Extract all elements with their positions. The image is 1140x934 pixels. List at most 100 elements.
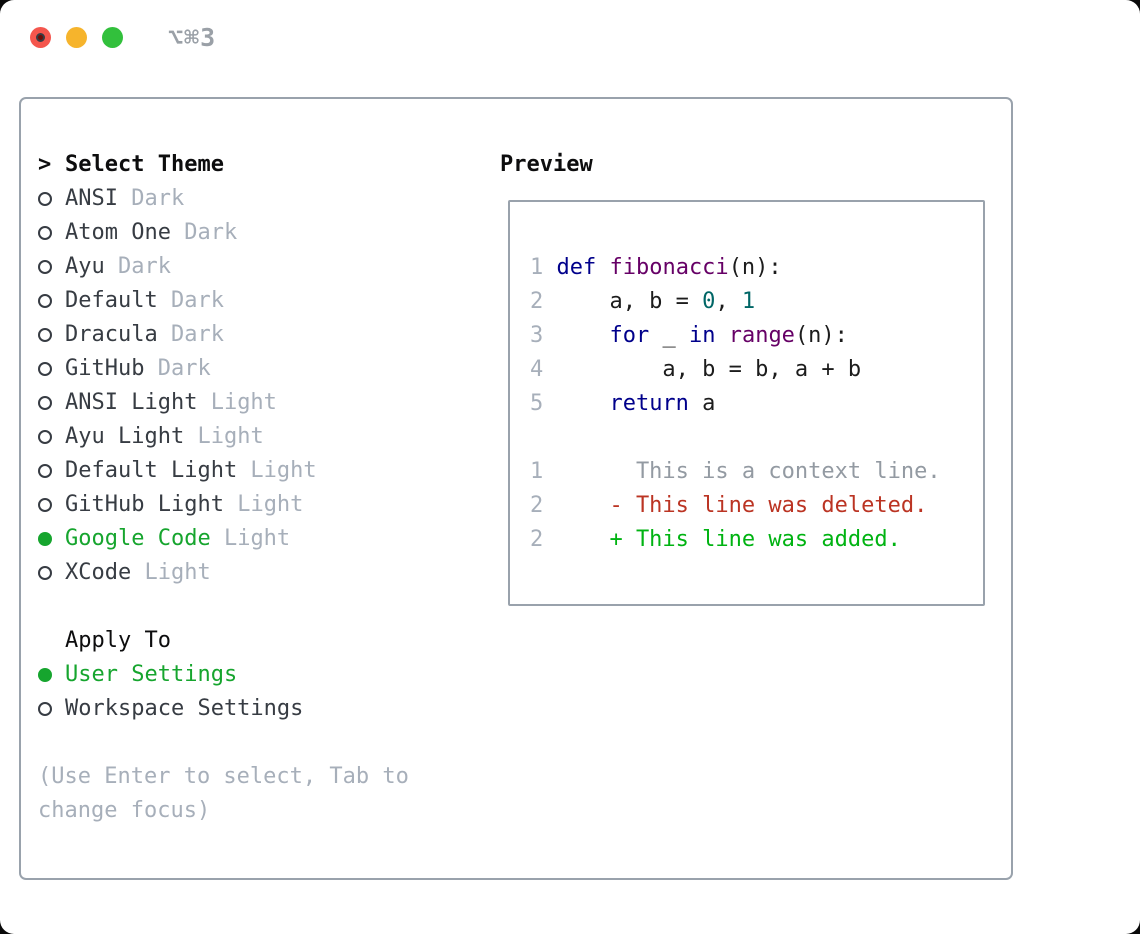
code-line — [530, 421, 983, 455]
theme-option[interactable]: GitHub Dark — [38, 352, 478, 386]
radio-icon — [38, 216, 65, 250]
radio-dot-empty — [38, 430, 52, 444]
radio-dot-empty — [38, 396, 52, 410]
line-number: 5 — [530, 391, 544, 416]
code-token — [715, 323, 728, 348]
theme-option[interactable]: Ayu Dark — [38, 250, 478, 284]
theme-option-label: GitHub Light — [65, 492, 224, 517]
code-token: (n): — [728, 255, 782, 280]
radio-dot-empty — [38, 226, 52, 240]
radio-selected-icon — [38, 522, 65, 556]
theme-option[interactable]: ANSI Dark — [38, 182, 478, 216]
code-line: 5 return a — [530, 387, 983, 421]
radio-icon — [38, 250, 65, 284]
theme-option[interactable]: ANSI Light Light — [38, 386, 478, 420]
radio-dot-empty — [38, 702, 52, 716]
line-number: 2 — [530, 493, 544, 518]
theme-variant-badge: Dark — [104, 254, 171, 279]
theme-variant-badge: Light — [210, 526, 291, 551]
theme-option-label: Atom One — [65, 220, 171, 245]
radio-dot-empty — [38, 362, 52, 376]
spacer — [38, 726, 478, 760]
theme-option[interactable]: Default Light Light — [38, 454, 478, 488]
theme-variant-badge: Dark — [144, 356, 211, 381]
theme-option-label: Ayu Light — [65, 424, 185, 449]
code-token: _ — [649, 323, 689, 348]
theme-option[interactable]: Google Code Light — [38, 522, 478, 556]
line-number: 4 — [530, 357, 544, 382]
theme-option[interactable]: GitHub Light Light — [38, 488, 478, 522]
spacer — [38, 590, 478, 624]
radio-icon — [38, 556, 65, 590]
theme-option[interactable]: Ayu Light Light — [38, 420, 478, 454]
maximize-button[interactable] — [102, 26, 123, 48]
theme-variant-badge: Light — [237, 458, 317, 483]
code-token: for — [609, 323, 650, 348]
radio-dot-empty — [38, 566, 52, 580]
code-line: 2 a, b = 0, 1 — [530, 285, 983, 319]
line-number: 1 — [530, 459, 544, 484]
theme-option-label: Dracula — [65, 322, 158, 347]
close-dot-icon — [36, 32, 45, 42]
preview-title: Preview — [500, 152, 593, 177]
code-token: + This line was added. — [556, 527, 901, 552]
theme-option[interactable]: Default Dark — [38, 284, 478, 318]
theme-option[interactable]: Atom One Dark — [38, 216, 478, 250]
code-token: 0 — [702, 289, 716, 314]
close-button[interactable] — [30, 26, 51, 48]
theme-option[interactable]: Dracula Dark — [38, 318, 478, 352]
radio-dot-empty — [38, 192, 52, 206]
code-line: 4 a, b = b, a + b — [530, 353, 983, 387]
titlebar: ⌥⌘3 — [30, 23, 216, 52]
code-line: 1 This is a context line. — [530, 455, 983, 489]
apply-to-option-label: Workspace Settings — [65, 696, 304, 721]
code-line: 3 for _ in range(n): — [530, 319, 983, 353]
code-token: in — [688, 323, 716, 348]
theme-option-label: Google Code — [65, 526, 211, 551]
radio-icon — [38, 318, 65, 352]
radio-dot-empty — [38, 498, 52, 512]
code-token: 1 — [741, 289, 756, 314]
theme-variant-badge: Dark — [157, 288, 224, 313]
code-token: fibonacci — [609, 255, 729, 280]
select-theme-title: Select Theme — [65, 152, 224, 177]
theme-option-label: Default — [65, 288, 158, 313]
apply-to-option[interactable]: Workspace Settings — [38, 692, 478, 726]
prompt-marker-icon: > — [38, 152, 52, 177]
theme-option-label: ANSI — [65, 186, 118, 211]
radio-selected-icon — [38, 658, 65, 692]
radio-dot-filled — [38, 532, 52, 546]
code-line: 2 + This line was added. — [530, 523, 983, 557]
theme-option-label: XCode — [65, 560, 132, 585]
code-token: a, b = — [556, 289, 703, 314]
theme-variant-badge: Light — [197, 390, 277, 415]
radio-icon — [38, 386, 65, 420]
code-token: return — [609, 391, 689, 416]
code-token: def — [556, 255, 597, 280]
theme-option[interactable]: XCode Light — [38, 556, 478, 590]
radio-icon — [38, 352, 65, 386]
line-number: 2 — [530, 527, 544, 552]
code-token — [596, 255, 609, 280]
apply-to-option-label: User Settings — [65, 662, 238, 687]
theme-variant-badge: Light — [223, 492, 304, 517]
radio-dot-empty — [38, 260, 52, 274]
code-token — [556, 391, 609, 416]
theme-option-label: GitHub — [65, 356, 145, 381]
theme-option-label: Ayu — [65, 254, 105, 279]
code-token: (n): — [794, 323, 848, 348]
code-token — [556, 323, 609, 348]
apply-to-option[interactable]: User Settings — [38, 658, 478, 692]
radio-dot-empty — [38, 464, 52, 478]
minimize-button[interactable] — [66, 26, 87, 48]
radio-icon — [38, 182, 65, 216]
radio-dot-empty — [38, 328, 52, 342]
code-token: range — [728, 323, 795, 348]
